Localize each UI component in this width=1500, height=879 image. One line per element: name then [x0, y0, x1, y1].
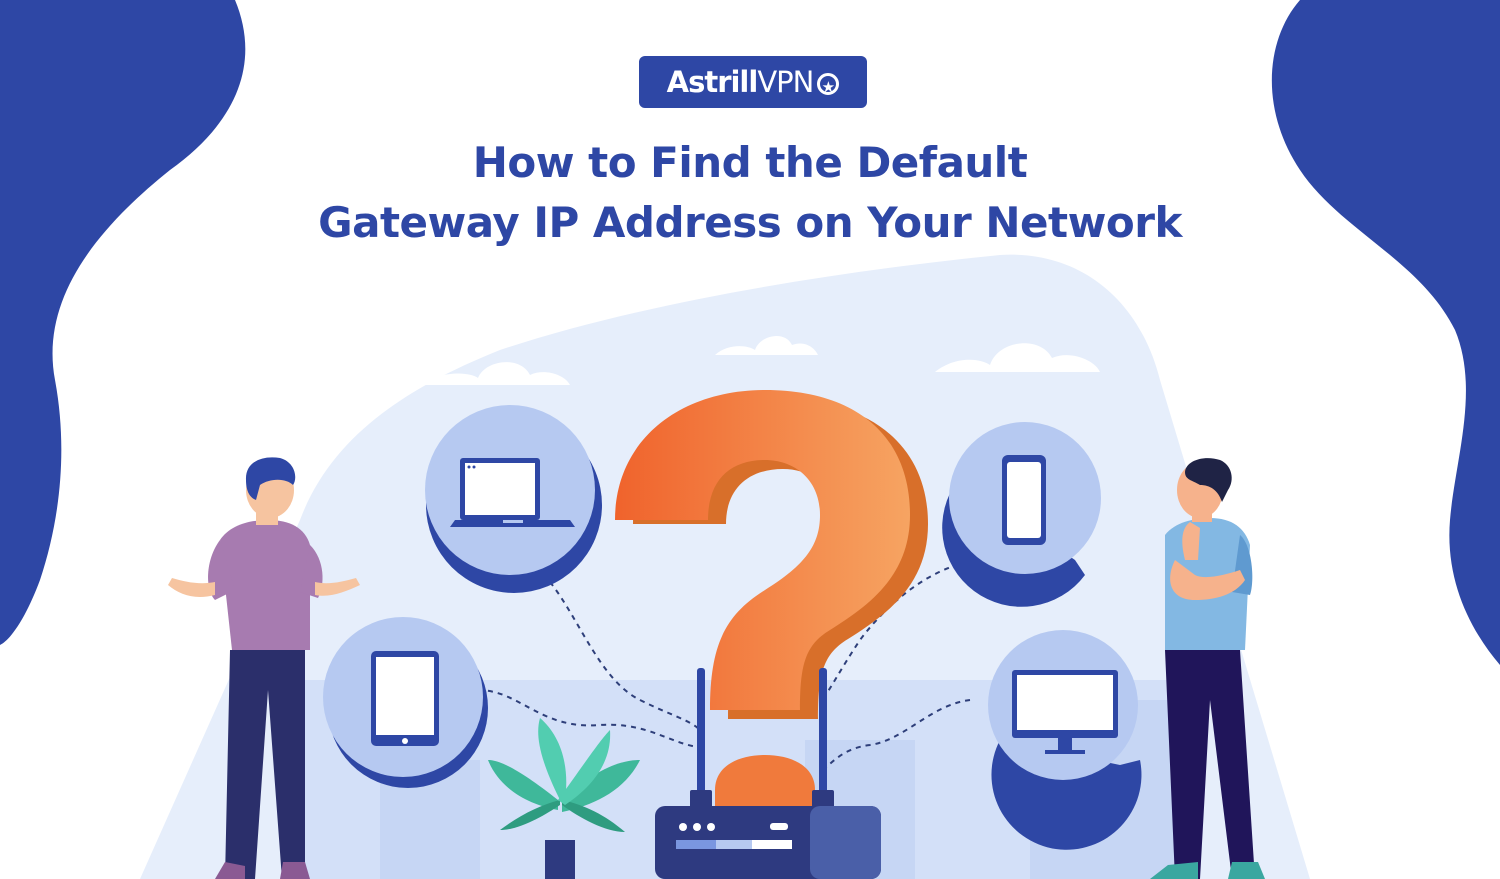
laptop-icon [450, 458, 575, 527]
brand-name-light: VPN [757, 65, 814, 99]
connection-lines [477, 561, 971, 769]
star-circle-icon: ★ [817, 73, 840, 96]
cloud [425, 362, 570, 385]
left-corner-blob [0, 0, 246, 645]
desktop-bubble [988, 630, 1142, 850]
brand-logo-badge: AstrillVPN ★ [639, 56, 867, 108]
smartphone-bubble [942, 422, 1101, 607]
person-left [168, 457, 360, 879]
cloud [935, 343, 1100, 372]
router-icon [655, 668, 881, 879]
desktop-monitor-icon [1012, 670, 1118, 754]
plant [488, 718, 640, 879]
tablet-bubble [323, 617, 488, 788]
brand-logo-text: AstrillVPN [666, 65, 815, 99]
headline-line-2: Gateway IP Address on Your Network [318, 198, 1182, 247]
brand-name-bold: Astrill [666, 65, 759, 99]
laptop-bubble [425, 405, 602, 593]
question-mark [615, 390, 928, 820]
person-right [1150, 458, 1265, 879]
headline-line-1: How to Find the Default [472, 138, 1028, 187]
right-corner-blob [1271, 0, 1500, 665]
tablet-icon [371, 651, 439, 746]
smartphone-icon [1002, 455, 1046, 545]
cloud [715, 335, 818, 355]
